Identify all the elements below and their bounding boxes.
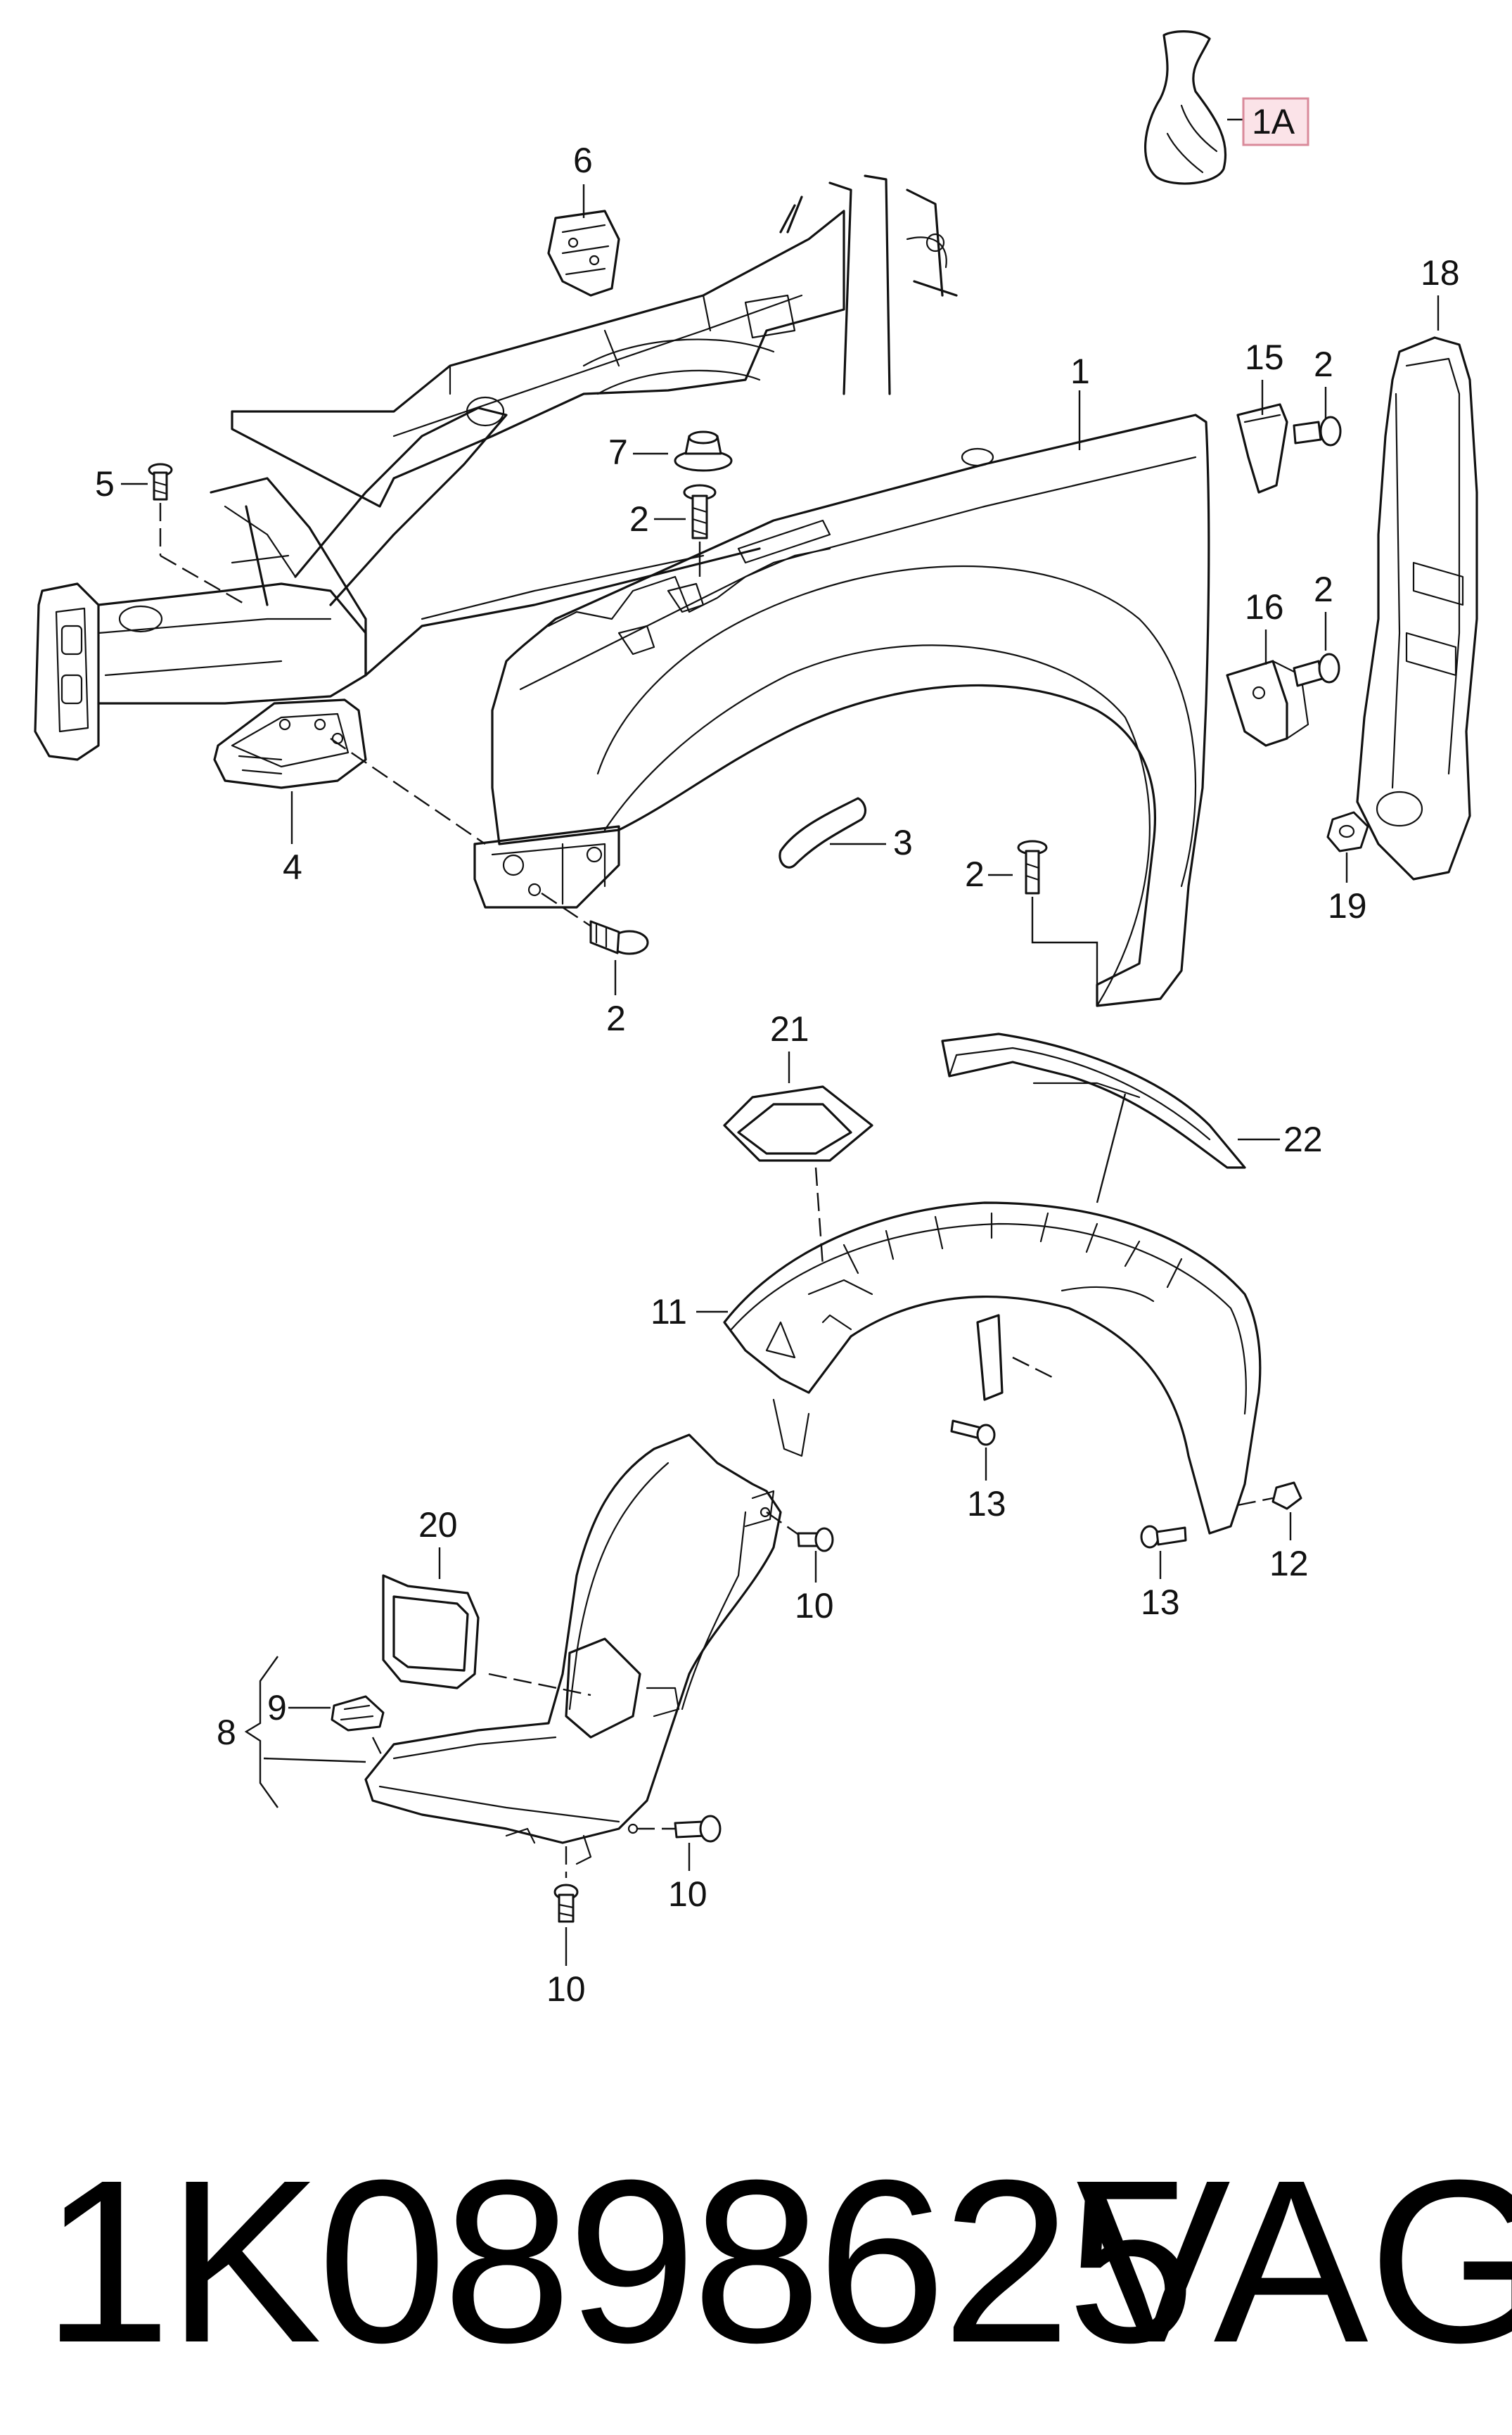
bolt-2-lower-left: 2 <box>541 893 649 1038</box>
arch-strip-22: 22 <box>941 1033 1323 1203</box>
callout-4: 4 <box>283 848 302 887</box>
insulation-pad-20: 20 <box>382 1505 591 1696</box>
callout-15: 15 <box>1245 338 1284 377</box>
bolt-2-fender-top: 2 <box>629 484 717 577</box>
mount-bracket-4: 4 <box>213 698 486 887</box>
callout-6: 6 <box>573 141 593 180</box>
front-longitudinal-member <box>231 174 958 508</box>
callout-13-a: 13 <box>967 1484 1006 1523</box>
callout-2-top-right: 2 <box>1314 345 1333 384</box>
brand-name: VAG <box>1076 2131 1512 2391</box>
bracket-6: 6 <box>547 141 620 297</box>
clip-nut-12: 12 <box>1237 1481 1309 1583</box>
callout-3: 3 <box>893 823 913 862</box>
bolt-5: 5 <box>95 463 247 606</box>
bolt-10-c: 10 <box>546 1846 586 2009</box>
insulation-pad-21: 21 <box>723 1009 873 1267</box>
callout-19: 19 <box>1328 886 1367 926</box>
callout-21: 21 <box>770 1009 809 1049</box>
bracket-18: 18 <box>1356 253 1478 881</box>
callout-5: 5 <box>95 464 115 504</box>
wheel-arch-liner-8 <box>364 1433 782 1865</box>
callout-9: 9 <box>267 1688 287 1727</box>
nut-19: 19 <box>1326 811 1369 926</box>
callout-13-b: 13 <box>1141 1583 1180 1622</box>
fender-1: 1 <box>491 352 1210 1007</box>
fender-lower-bracket <box>473 825 620 909</box>
callout-10-a: 10 <box>795 1586 834 1625</box>
bolt-10-b: 10 <box>636 1815 722 1914</box>
callout-20: 20 <box>418 1505 458 1545</box>
lower-front-crossmember <box>34 407 761 761</box>
bracket-15: 15 <box>1236 338 1288 494</box>
paint-bottle-1a: 1A <box>1144 30 1309 185</box>
callout-16: 16 <box>1245 587 1284 627</box>
callout-2-right-mid: 2 <box>1314 570 1333 609</box>
clip-9: 9 <box>267 1688 385 1759</box>
bolt-2-top-right: 2 <box>1293 345 1342 447</box>
callout-2-fender-top: 2 <box>629 499 649 539</box>
callout-10-c: 10 <box>546 1969 586 2009</box>
bracket-brace-8: 8 <box>217 1656 366 1808</box>
clip-7: 7 <box>608 430 733 472</box>
wheel-arch-liner-11: 11 <box>651 1201 1262 1535</box>
callout-1a: 1A <box>1252 102 1295 141</box>
callout-1: 1 <box>1070 352 1090 391</box>
part-number: 1K0898625 <box>42 2131 1196 2391</box>
callout-2-fender-rear: 2 <box>965 855 985 894</box>
callout-7: 7 <box>608 433 628 472</box>
callout-8: 8 <box>217 1713 236 1752</box>
screw-13-a: 13 <box>950 1419 1006 1523</box>
callout-18: 18 <box>1421 253 1460 293</box>
callout-2-lower-left: 2 <box>606 999 626 1038</box>
bolt-2-right-mid: 2 <box>1293 570 1340 687</box>
callout-10-b: 10 <box>668 1874 707 1914</box>
bracket-16: 16 <box>1226 587 1309 747</box>
screw-13-b: 13 <box>1140 1525 1187 1622</box>
bolt-2-fender-rear: 2 <box>965 840 1098 985</box>
callout-22: 22 <box>1283 1120 1323 1159</box>
bolt-10-a: 10 <box>766 1512 834 1625</box>
callout-12: 12 <box>1269 1544 1309 1583</box>
callout-11: 11 <box>651 1292 687 1331</box>
trim-strip-3: 3 <box>779 797 913 869</box>
